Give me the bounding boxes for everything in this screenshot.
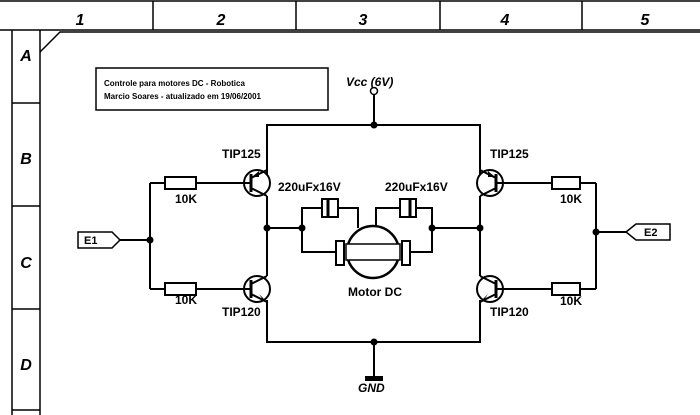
gnd-symbol: GND <box>358 372 385 395</box>
transistor-bottom-right <box>476 275 504 303</box>
resistor-bottom-left <box>164 282 197 296</box>
q-top-right-label: TIP125 <box>490 147 529 161</box>
r-top-left-label: 10K <box>175 192 197 206</box>
column-label-1: 1 <box>76 12 85 29</box>
column-label-2: 2 <box>216 12 226 29</box>
row-label-b: B <box>20 151 32 168</box>
frame-column-labels: 1 2 3 4 5 <box>76 12 651 29</box>
q-bottom-right-label: TIP120 <box>490 305 529 319</box>
resistor-bottom-right <box>551 282 581 296</box>
resistor-top-right <box>551 176 581 190</box>
row-label-c: C <box>20 255 32 272</box>
port-e2: E2 <box>624 223 671 241</box>
transistor-top-right <box>476 169 504 197</box>
title-line-2: Marcio Soares - atualizado em 19/06/2001 <box>104 92 262 101</box>
port-e1: E1 <box>77 231 122 249</box>
r-bottom-left-label: 10K <box>175 293 197 307</box>
title-line-1: Controle para motores DC - Robotica <box>104 79 245 88</box>
row-label-d: D <box>20 357 32 374</box>
r-top-right-label: 10K <box>560 192 582 206</box>
gnd-label: GND <box>358 381 385 395</box>
c-left-label: 220uFx16V <box>278 180 341 194</box>
frame-row-labels: A B C D <box>19 48 32 374</box>
c-right-label: 220uFx16V <box>385 180 448 194</box>
capacitor-right <box>399 198 417 218</box>
capacitor-left <box>321 198 339 218</box>
vcc-label: Vcc (6V) <box>346 75 393 89</box>
junction-dots <box>146 121 600 346</box>
column-label-5: 5 <box>641 12 651 29</box>
resistor-top-left <box>164 176 197 190</box>
column-label-4: 4 <box>500 12 510 29</box>
port-e1-label: E1 <box>84 235 97 247</box>
column-label-3: 3 <box>359 12 368 29</box>
transistor-top-left <box>243 169 271 197</box>
vcc-terminal: Vcc (6V) <box>346 75 393 96</box>
row-label-a: A <box>19 48 32 65</box>
q-bottom-left-label: TIP120 <box>222 305 261 319</box>
motor-symbol <box>335 224 411 280</box>
transistor-bottom-left <box>243 275 271 303</box>
port-e2-label: E2 <box>644 227 657 239</box>
q-top-left-label: TIP125 <box>222 147 261 161</box>
title-block: Controle para motores DC - Robotica Marc… <box>95 67 329 111</box>
motor-label: Motor DC <box>348 285 402 299</box>
r-bottom-right-label: 10K <box>560 294 582 308</box>
